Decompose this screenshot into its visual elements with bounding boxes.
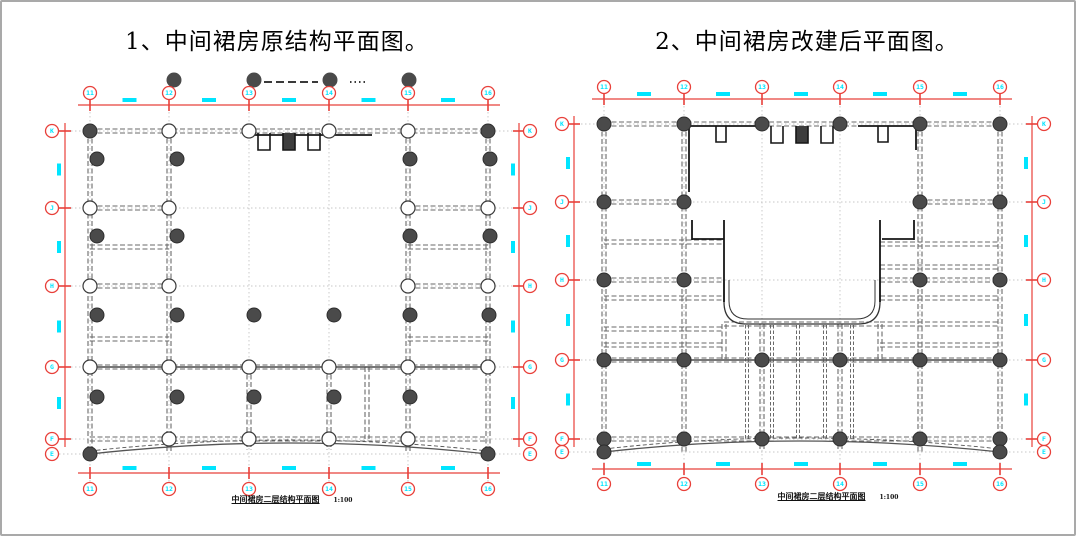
svg-text:11: 11 <box>86 485 94 493</box>
svg-text:E: E <box>50 450 54 458</box>
svg-text:15: 15 <box>404 89 412 97</box>
svg-text:16: 16 <box>996 83 1004 91</box>
svg-text:H: H <box>1042 276 1046 284</box>
left-plan-title: 1、中间裙房原结构平面图。 <box>125 29 429 55</box>
svg-text:K: K <box>1042 120 1046 128</box>
svg-text:K: K <box>50 127 54 135</box>
columns-open <box>82 123 496 447</box>
svg-text:H: H <box>50 282 54 290</box>
svg-text:12: 12 <box>165 89 173 97</box>
svg-text:13: 13 <box>758 480 766 488</box>
svg-text:F: F <box>1042 435 1046 443</box>
svg-text:G: G <box>50 363 54 371</box>
stair-lines <box>745 325 854 439</box>
reference-column-symbols <box>166 72 417 88</box>
svg-text:14: 14 <box>325 485 333 493</box>
right-plan-caption: 中间裙房二层结构平面图 1:100 <box>718 491 958 502</box>
curved-bottom-edge <box>89 439 489 455</box>
svg-text:J: J <box>50 204 54 212</box>
svg-text:15: 15 <box>916 480 924 488</box>
svg-text:E: E <box>560 448 564 456</box>
dimension-text-marks <box>57 98 515 470</box>
grid-lines <box>59 100 523 482</box>
right-plan-title: 2、中间裙房改建后平面图。 <box>655 29 959 55</box>
svg-text:16: 16 <box>484 89 492 97</box>
right-caption-text: 中间裙房二层结构平面图 <box>777 491 866 501</box>
svg-text:J: J <box>528 204 532 212</box>
svg-text:11: 11 <box>600 83 608 91</box>
columns-dark <box>82 123 498 462</box>
svg-text:15: 15 <box>916 83 924 91</box>
svg-text:G: G <box>560 356 564 364</box>
svg-text:E: E <box>528 450 532 458</box>
columns-dark <box>596 116 1008 460</box>
svg-text:13: 13 <box>245 89 253 97</box>
svg-text:K: K <box>560 120 564 128</box>
svg-text:G: G <box>528 363 532 371</box>
dimension-text-marks <box>566 92 1028 466</box>
svg-text:E: E <box>1042 448 1046 456</box>
svg-text:14: 14 <box>325 89 333 97</box>
svg-text:16: 16 <box>996 480 1004 488</box>
dimension-lines <box>568 93 1038 475</box>
walls <box>249 133 372 151</box>
svg-text:13: 13 <box>245 485 253 493</box>
svg-text:16: 16 <box>484 485 492 493</box>
walls <box>684 125 918 302</box>
grid-lines <box>569 94 1037 477</box>
curved-bottom-edge <box>603 437 1001 453</box>
right-caption-scale: 1:100 <box>879 494 899 501</box>
svg-text:12: 12 <box>165 485 173 493</box>
beams <box>87 128 491 452</box>
svg-text:F: F <box>528 435 532 443</box>
svg-text:13: 13 <box>758 83 766 91</box>
svg-text:15: 15 <box>404 485 412 493</box>
svg-text:14: 14 <box>836 480 844 488</box>
beams <box>601 121 1003 452</box>
svg-text:F: F <box>560 435 564 443</box>
svg-text:H: H <box>528 282 532 290</box>
svg-text:J: J <box>560 198 564 206</box>
svg-text:K: K <box>528 127 532 135</box>
svg-text:12: 12 <box>680 83 688 91</box>
dimension-lines <box>59 99 525 479</box>
left-caption-text: 中间裙房二层结构平面图 <box>231 494 320 504</box>
svg-text:F: F <box>50 435 54 443</box>
left-caption-scale: 1:100 <box>333 497 353 504</box>
svg-text:H: H <box>560 276 564 284</box>
left-plan-caption: 中间裙房二层结构平面图 1:100 <box>172 494 412 505</box>
floor-opening-u-cut <box>723 280 881 325</box>
svg-text:12: 12 <box>680 480 688 488</box>
svg-text:14: 14 <box>836 83 844 91</box>
svg-text:J: J <box>1042 198 1046 206</box>
svg-text:G: G <box>1042 356 1046 364</box>
svg-text:11: 11 <box>86 89 94 97</box>
svg-text:11: 11 <box>600 480 608 488</box>
